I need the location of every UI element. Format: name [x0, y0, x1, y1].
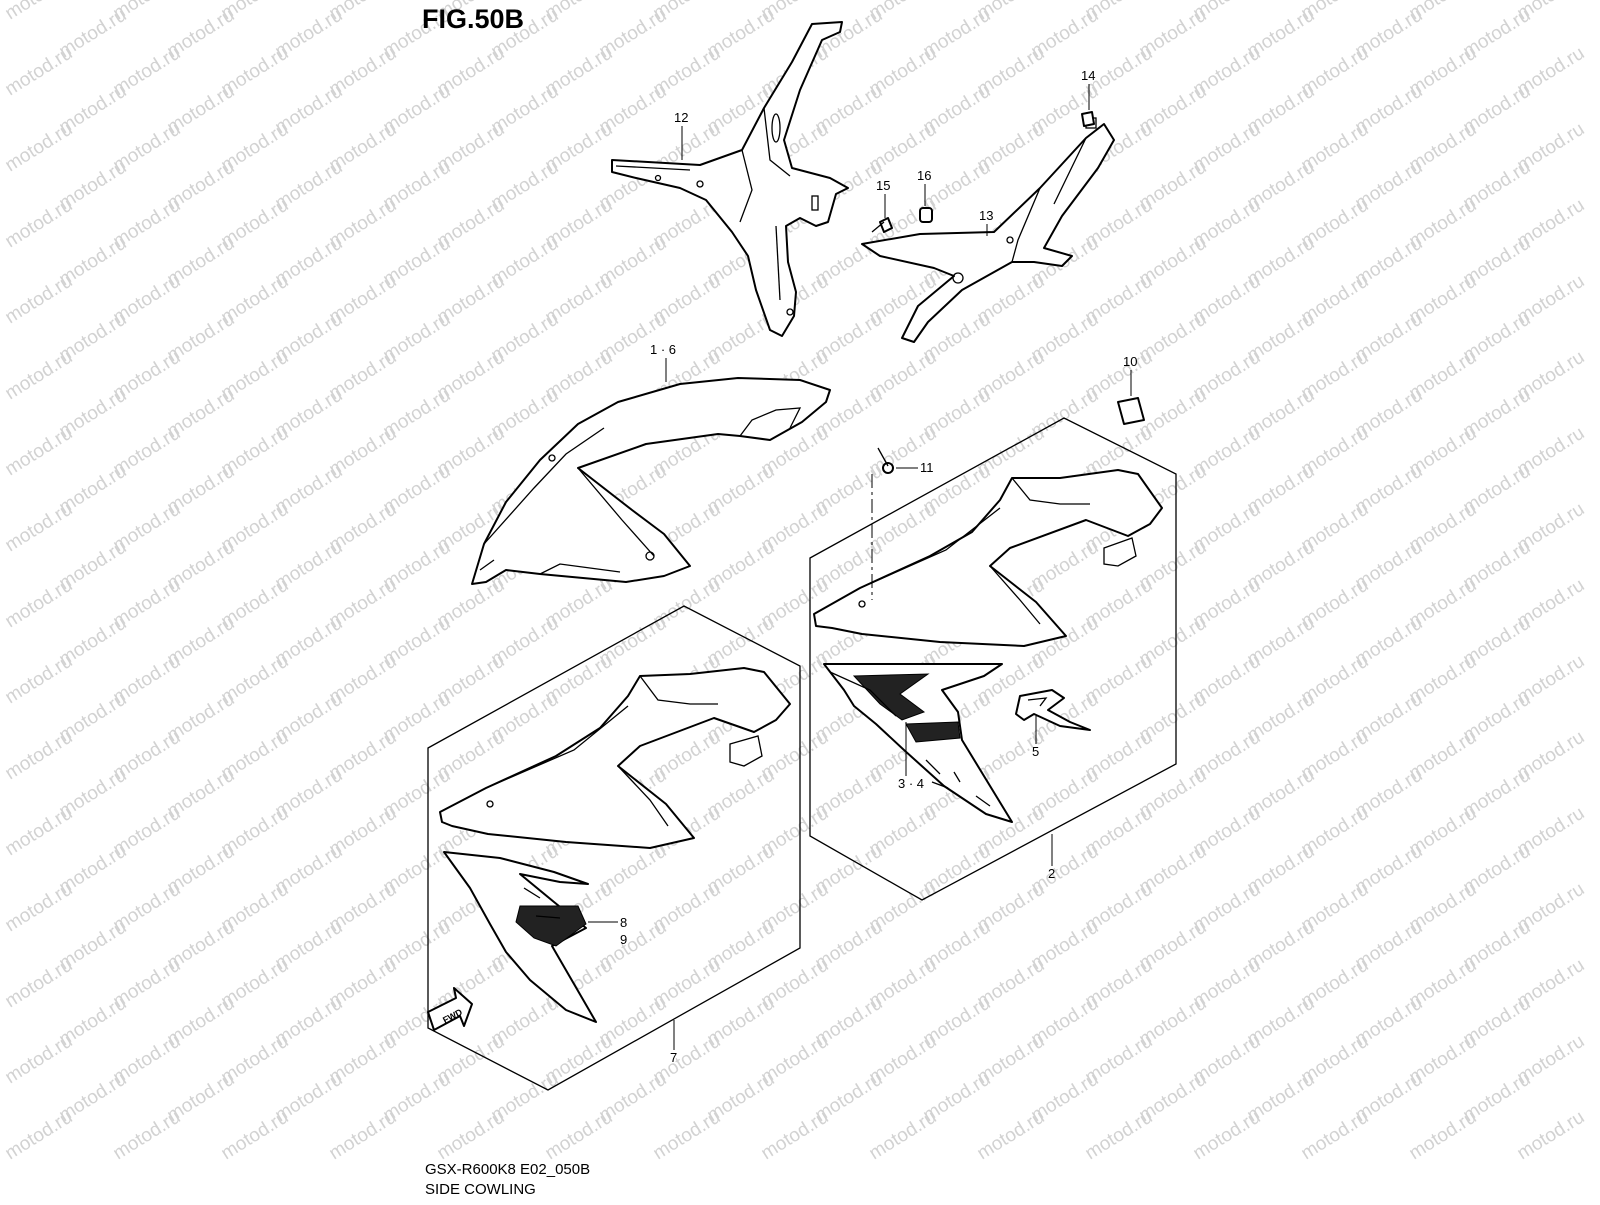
callout-11: 11 — [920, 460, 934, 475]
part-1-6-upper-cowling — [471, 377, 831, 585]
part-16-grommet — [919, 207, 933, 223]
watermark-text: motod.ru — [2, 727, 77, 785]
callout-5: 5 — [1032, 744, 1039, 759]
watermark-text: motod.ru — [2, 499, 77, 557]
callout-3-4: 3 · 4 — [898, 776, 924, 791]
watermark-text: motod.ru — [1298, 1107, 1373, 1165]
callout-2: 2 — [1048, 866, 1055, 881]
callout-14: 14 — [1081, 68, 1095, 83]
watermark-text: motod.ru — [2, 119, 77, 177]
callout-9: 9 — [620, 932, 627, 947]
watermark-text: motod.ru — [2, 347, 77, 405]
watermark-text: motod.ru — [218, 1107, 293, 1165]
watermark-text: motod.ru — [2, 423, 77, 481]
watermark-text: motod.ru — [2, 955, 77, 1013]
part-13-inner-panel — [861, 117, 1115, 343]
callout-12: 12 — [674, 110, 688, 125]
watermark-text: motod.ru — [2, 43, 77, 101]
callout-15: 15 — [876, 178, 890, 193]
figure-title: FIG.50B — [422, 4, 525, 34]
watermark-text: motod.ru — [326, 1107, 401, 1165]
watermark-text: motod.ru — [866, 1107, 941, 1165]
watermark-text: motod.ru — [1190, 1107, 1265, 1165]
callout-13: 13 — [979, 208, 993, 223]
callout-labels: 12 14 15 16 13 1 · 6 10 11 5 3 · 4 2 8 9… — [620, 68, 1137, 1065]
callout-16: 16 — [917, 168, 931, 183]
callout-1-6: 1 · 6 — [650, 342, 676, 357]
callout-8: 8 — [620, 915, 627, 930]
callout-10: 10 — [1123, 354, 1137, 369]
part-10-pad — [1117, 397, 1145, 425]
watermark-text: motod.ru — [1406, 1107, 1481, 1165]
leader-lines — [588, 84, 1132, 1050]
callout-7: 7 — [670, 1050, 677, 1065]
part-2-side-cowling — [813, 469, 1163, 823]
watermark-text: motod.ru — [1514, 1107, 1589, 1165]
watermark-text: motod.ru — [2, 271, 77, 329]
watermark-text: motod.ru — [2, 1107, 77, 1165]
watermark-text: motod.ru — [974, 1107, 1049, 1165]
watermark-text: motod.ru — [434, 1107, 509, 1165]
part-12-inner-bracket — [611, 21, 849, 337]
watermark-text: motod.ru — [650, 1107, 725, 1165]
watermark-text: motod.ru — [2, 575, 77, 633]
part-11-screw — [877, 447, 894, 474]
figure-model-code: GSX-R600K8 E02_050B — [425, 1161, 591, 1178]
figure-name: SIDE COWLING — [425, 1181, 536, 1198]
watermark-text: motod.ru — [2, 0, 77, 24]
watermark-text: motod.ru — [110, 1107, 185, 1165]
watermark-text: motod.ru — [2, 1031, 77, 1089]
watermark-text: motod.ru — [2, 651, 77, 709]
watermark-text: motod.ru — [2, 195, 77, 253]
part-7-side-cowling — [439, 667, 791, 1023]
watermark-text: motod.ru — [758, 1107, 833, 1165]
part-15-screw — [871, 217, 893, 233]
watermark-text: motod.ru — [542, 1107, 617, 1165]
watermark-text: motod.ru — [2, 803, 77, 861]
part-2-box-outline — [809, 417, 1177, 901]
part-14-nut — [1081, 111, 1095, 127]
part-7-box-outline — [427, 605, 801, 1091]
watermark-text: motod.ru — [1082, 1107, 1157, 1165]
watermark-text: motod.ru — [2, 879, 77, 937]
